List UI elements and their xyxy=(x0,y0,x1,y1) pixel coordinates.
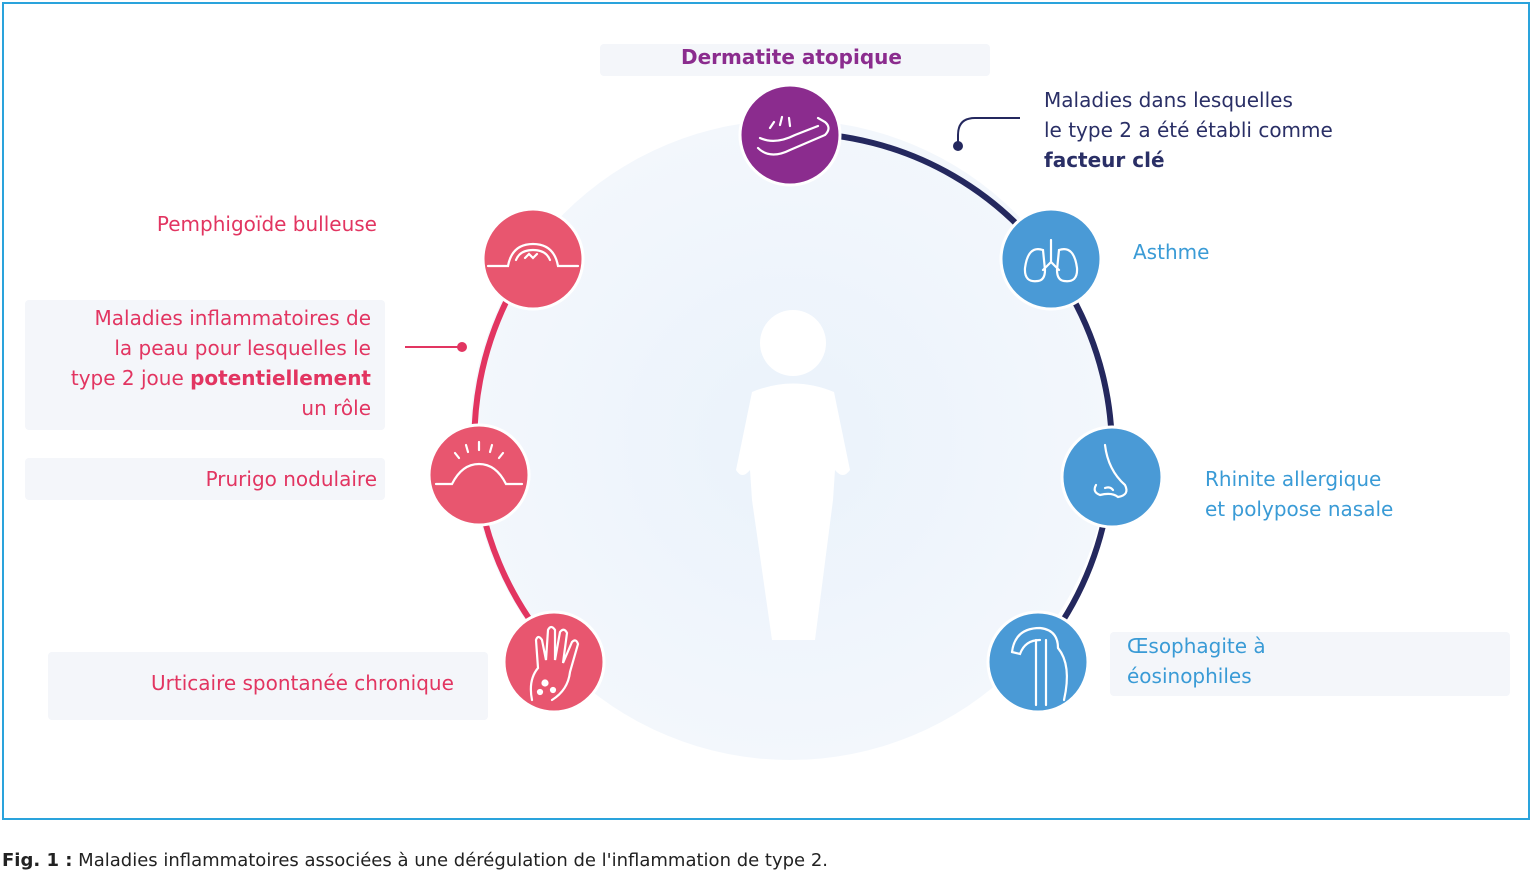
key-line-2: le type 2 a été établi comme xyxy=(1044,118,1333,142)
node-rhinite xyxy=(1060,425,1164,529)
label-band xyxy=(25,458,385,500)
key-line-3: facteur clé xyxy=(1044,148,1165,172)
label-prurigo: Prurigo nodulaire xyxy=(205,467,377,491)
key-line-1: Maladies dans lesquelles xyxy=(1044,88,1293,112)
esophagus-icon xyxy=(1010,626,1069,707)
node-prurigo xyxy=(427,423,531,527)
label-rhinite: Rhinite allergique et polypose nasale xyxy=(1205,464,1393,524)
label-band xyxy=(48,652,488,720)
node-asthme xyxy=(999,207,1103,311)
potential-line-1: Maladies inflammatoires de xyxy=(94,306,371,330)
label-band xyxy=(25,300,385,430)
label-dermatite: Dermatite atopique xyxy=(681,45,902,69)
hand-hives-icon xyxy=(529,625,580,702)
lungs-icon xyxy=(1023,238,1079,283)
arm-eczema-icon xyxy=(756,115,830,156)
nose-icon xyxy=(1093,443,1128,499)
node-pemphigoide xyxy=(481,207,585,311)
label-oesophagite: Œsophagite à éosinophiles xyxy=(1127,631,1266,691)
person-silhouette-icon xyxy=(736,310,850,640)
potential-line-2: la peau pour lesquelles le xyxy=(114,336,371,360)
key-connector xyxy=(957,117,1020,146)
node-urticaire xyxy=(502,610,606,714)
oesophagite-line-2: éosinophiles xyxy=(1127,664,1252,688)
figure-caption: Fig. 1 : Maladies inflammatoires associé… xyxy=(2,850,828,871)
label-band xyxy=(600,44,990,76)
label-pemphigoide: Pemphigoïde bulleuse xyxy=(156,212,377,236)
potential-line-3-pre: type 2 joue xyxy=(70,366,191,390)
label-urticaire: Urticaire spontanée chronique xyxy=(151,671,454,695)
oesophagite-line-1: Œsophagite à xyxy=(1127,634,1266,658)
skin-nodule-icon xyxy=(434,440,524,486)
potential-group-text: Maladies inflammatoires de la peau pour … xyxy=(30,303,371,423)
node-dermatite xyxy=(738,83,842,187)
label-band xyxy=(1110,632,1510,696)
node-oesophagite xyxy=(986,610,1090,714)
caption-text: Maladies inflammatoires associées à une … xyxy=(72,850,829,871)
key-group-text: Maladies dans lesquelles le type 2 a été… xyxy=(1044,85,1333,175)
potential-line-3-bold: potentiellement xyxy=(190,366,371,390)
rhinite-line-2: et polypose nasale xyxy=(1205,497,1394,521)
skin-blister-icon xyxy=(486,242,580,268)
caption-prefix: Fig. 1 : xyxy=(2,850,73,871)
potential-line-4: un rôle xyxy=(301,396,371,420)
potential-line-3: type 2 joue potentiellement xyxy=(30,363,371,393)
label-asthme: Asthme xyxy=(1133,240,1210,264)
rhinite-line-1: Rhinite allergique xyxy=(1205,467,1382,491)
